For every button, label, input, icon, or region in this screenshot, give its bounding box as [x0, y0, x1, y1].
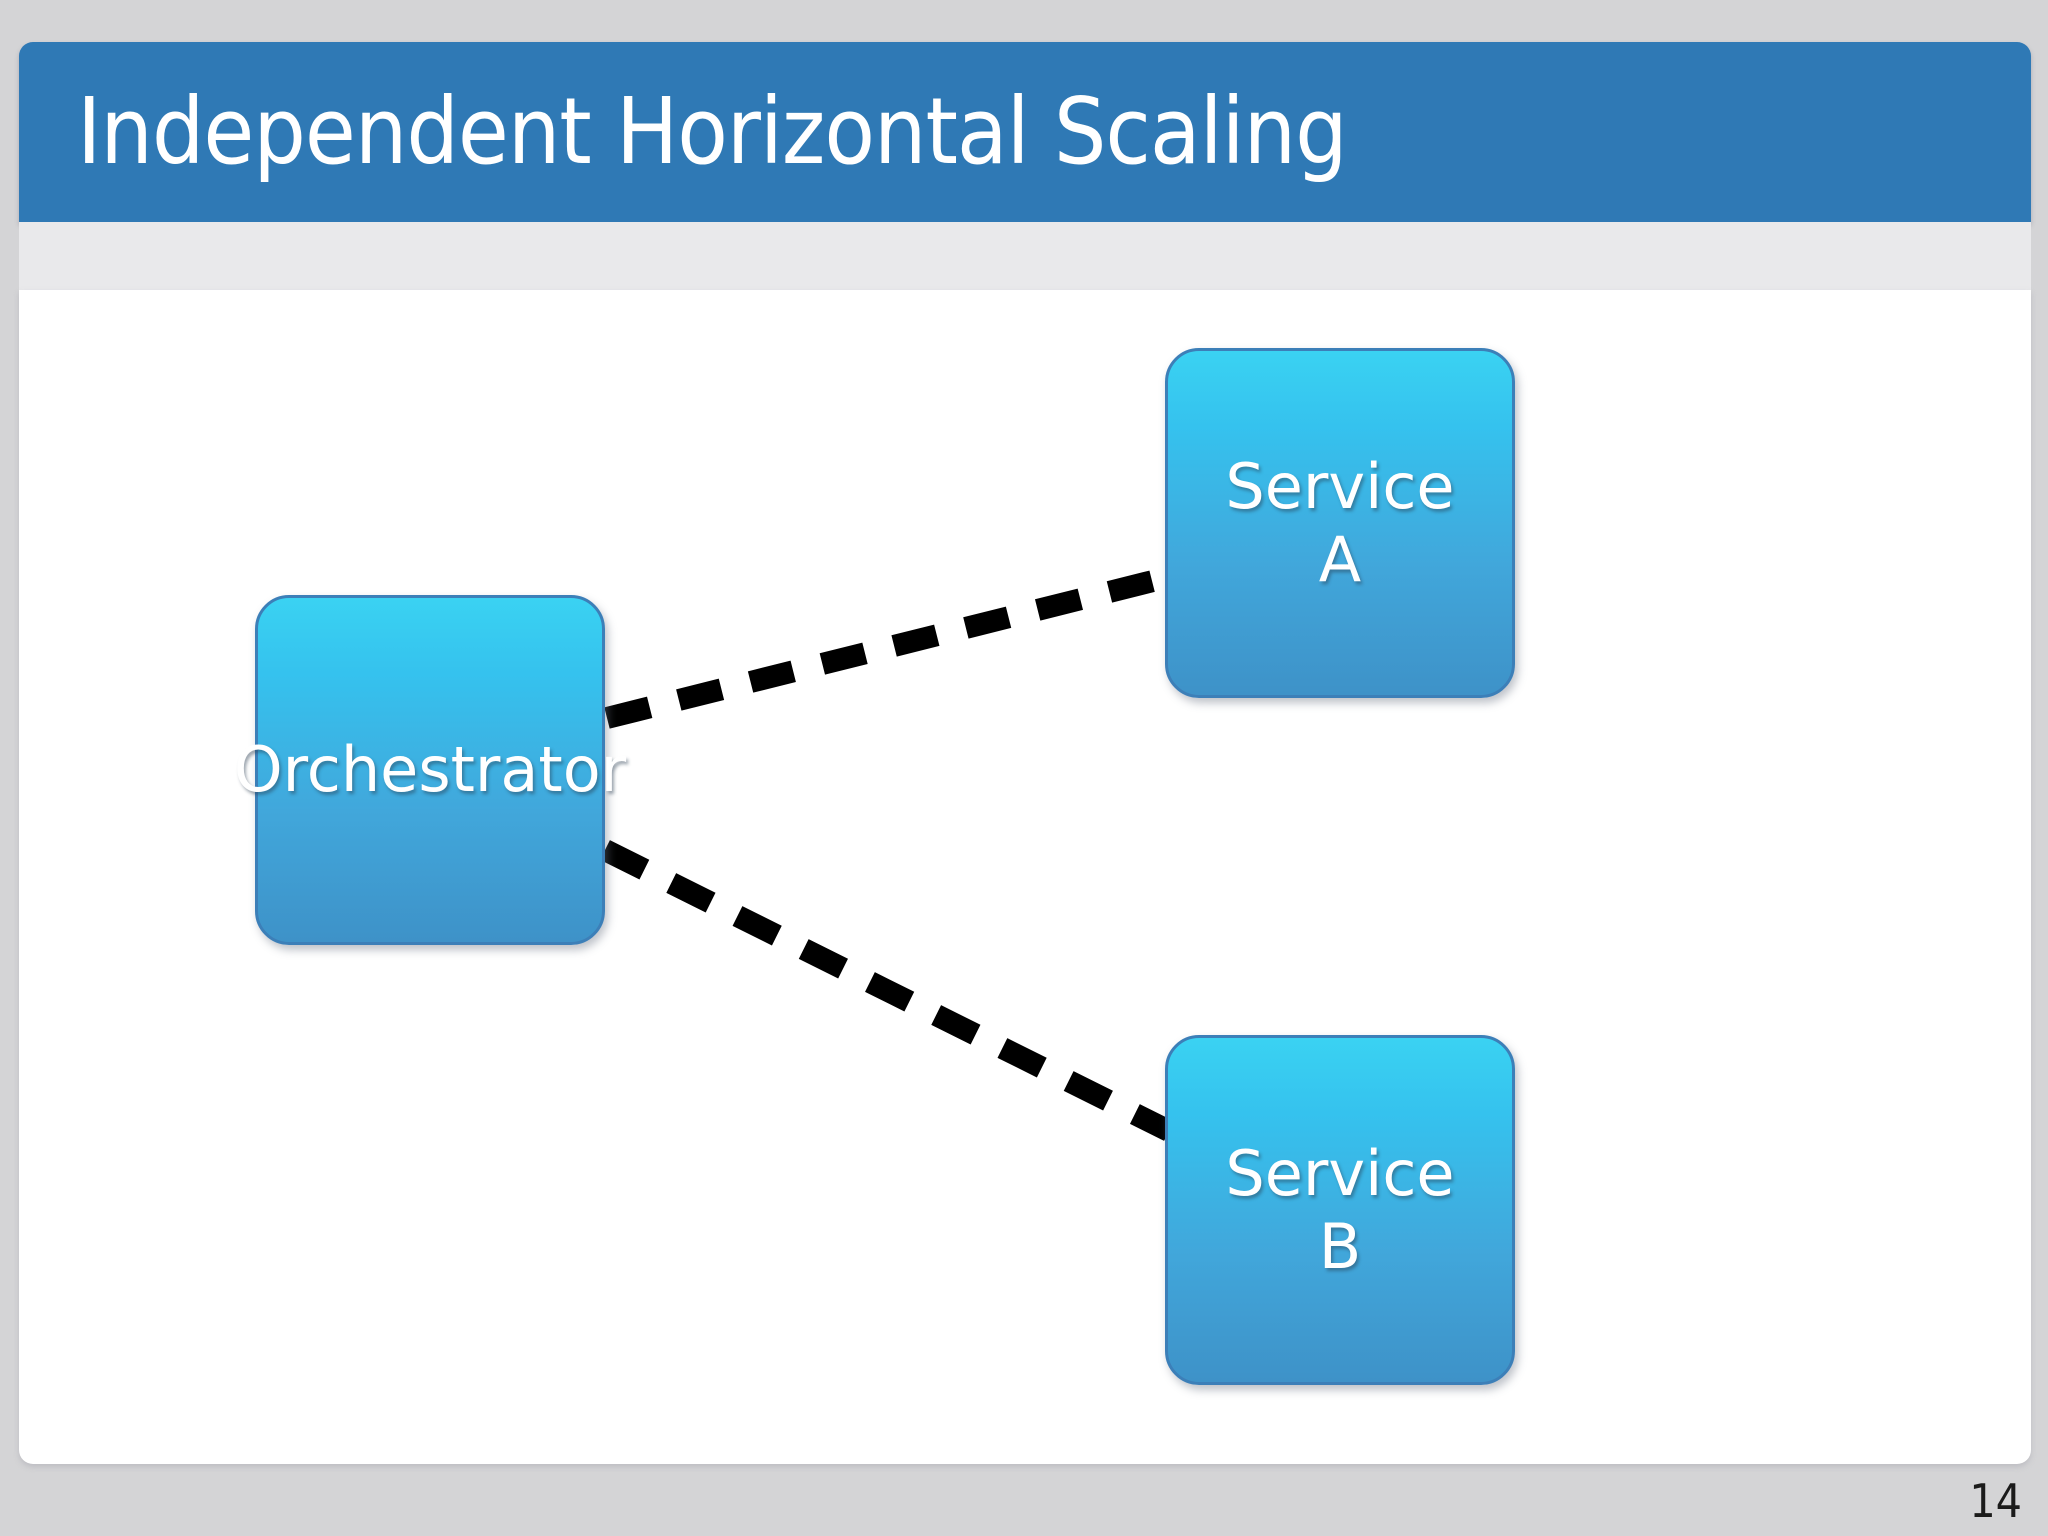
- node-service-b-label: Service B: [1225, 1136, 1455, 1283]
- node-service-a[interactable]: Service A: [1165, 348, 1515, 698]
- node-service-b[interactable]: Service B: [1165, 1035, 1515, 1385]
- slide-title-bar: Independent Horizontal Scaling: [19, 42, 2031, 222]
- slide-content-area: Orchestrator Service A Service B: [19, 290, 2031, 1464]
- page-number: 14: [1969, 1474, 2022, 1528]
- connector-orchestrator-to-service-a: [604, 566, 1172, 729]
- connector-layer: [600, 566, 1174, 1141]
- node-orchestrator[interactable]: Orchestrator: [234, 595, 626, 945]
- page-title: Independent Horizontal Scaling: [77, 78, 1348, 185]
- node-service-a-label: Service A: [1225, 449, 1455, 596]
- node-orchestrator-label: Orchestrator: [233, 733, 627, 807]
- title-underbar: [19, 222, 2031, 290]
- connector-orchestrator-to-service-b: [600, 840, 1174, 1141]
